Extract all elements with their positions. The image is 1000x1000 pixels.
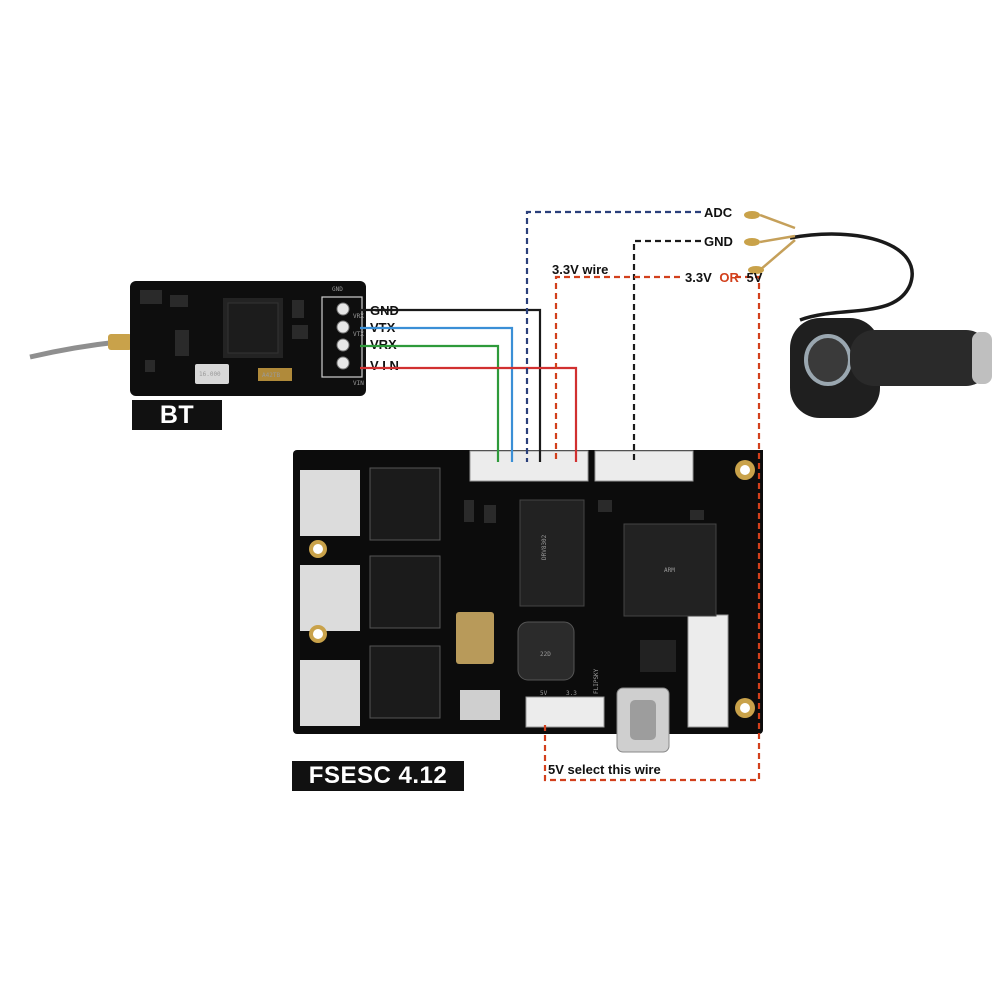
wire-vtx xyxy=(360,326,514,462)
drv-chip xyxy=(519,499,585,607)
drv-chip-text: DRV8302 xyxy=(541,534,548,560)
bt-crystal-text: 16.000 xyxy=(199,371,221,378)
terminal-power xyxy=(748,266,764,274)
bt-pin-gnd xyxy=(336,302,350,316)
capacitor xyxy=(456,612,494,664)
bt-silk-pin-1: GND xyxy=(332,286,343,293)
label-adc: ADC xyxy=(704,205,733,220)
esc-connector-5v xyxy=(525,696,605,728)
label-power-suffix: 5V xyxy=(747,270,763,285)
label-vrx: VRX xyxy=(370,337,397,352)
mosfet-2 xyxy=(369,555,441,629)
throttle-wires xyxy=(525,210,761,782)
bt-pin-vrx xyxy=(336,338,350,352)
bt-pin-vtx xyxy=(336,320,350,334)
esc-silk-3v3: 3.3 xyxy=(566,690,577,697)
terminal-adc xyxy=(744,211,760,219)
bt-wires xyxy=(360,308,578,462)
wire-3v3-dashed xyxy=(554,275,680,462)
label-5v-select: 5V select this wire xyxy=(548,762,661,777)
bt-pin-vin xyxy=(336,356,350,370)
label-vin: V I N xyxy=(370,358,399,373)
throttle xyxy=(744,211,992,418)
label-throttle-gnd: GND xyxy=(704,234,733,249)
esc-tag: FSESC 4.12 xyxy=(292,761,464,791)
terminal-gnd xyxy=(744,238,760,246)
mosfet-1 xyxy=(369,467,441,541)
mosfet-tab-2 xyxy=(300,565,360,631)
antenna-cable xyxy=(29,339,119,360)
label-3v3-wire: 3.3V wire xyxy=(552,262,608,277)
inductor xyxy=(517,621,575,681)
bt-pin-header xyxy=(321,296,363,378)
inductor-text: 22D xyxy=(540,651,551,658)
esc-connector-uart xyxy=(469,450,589,482)
wire-adc-dashed xyxy=(525,210,701,462)
bt-silk-pin-2: VRX xyxy=(353,313,364,320)
esc-connector-adc xyxy=(594,450,694,482)
label-power: 3.3V OR 5V xyxy=(685,270,763,285)
mosfet-tab-1 xyxy=(300,470,360,536)
bt-tag: BT xyxy=(132,400,222,430)
wire-gnd xyxy=(360,308,542,462)
mcu-chip-text: ARM xyxy=(664,567,675,574)
bt-crystal xyxy=(195,364,229,384)
wire-vin xyxy=(360,366,578,462)
bt-chip-small-text: A42TB xyxy=(262,372,280,379)
antenna-connector xyxy=(108,334,132,350)
bt-module: 16.000 A42TB GND VRX VTX VIN xyxy=(29,281,366,396)
bt-silk-pin-4: VIN xyxy=(353,380,364,387)
esc-connector-side xyxy=(687,614,729,728)
mosfet-3 xyxy=(369,645,441,719)
throttle-cable xyxy=(789,232,914,322)
wire-gnd-dashed xyxy=(632,239,701,462)
label-power-or: OR xyxy=(719,270,739,285)
esc-silk-brand: FLIPSKY xyxy=(593,668,600,694)
wire-vrx xyxy=(360,344,500,462)
esc-board: DRV8302 ARM 22D FLIPSKY 5V 3.3 xyxy=(293,450,763,753)
bt-chip-small xyxy=(258,368,292,381)
label-power-prefix: 3.3V xyxy=(685,270,712,285)
throttle-grip xyxy=(850,330,990,386)
bt-silk-pin-3: VTX xyxy=(353,331,364,338)
wire-power-dashed xyxy=(543,275,761,782)
mosfet-tab-3 xyxy=(300,660,360,726)
esc-silk-5v: 5V xyxy=(540,690,548,697)
mcu-chip xyxy=(623,523,717,617)
